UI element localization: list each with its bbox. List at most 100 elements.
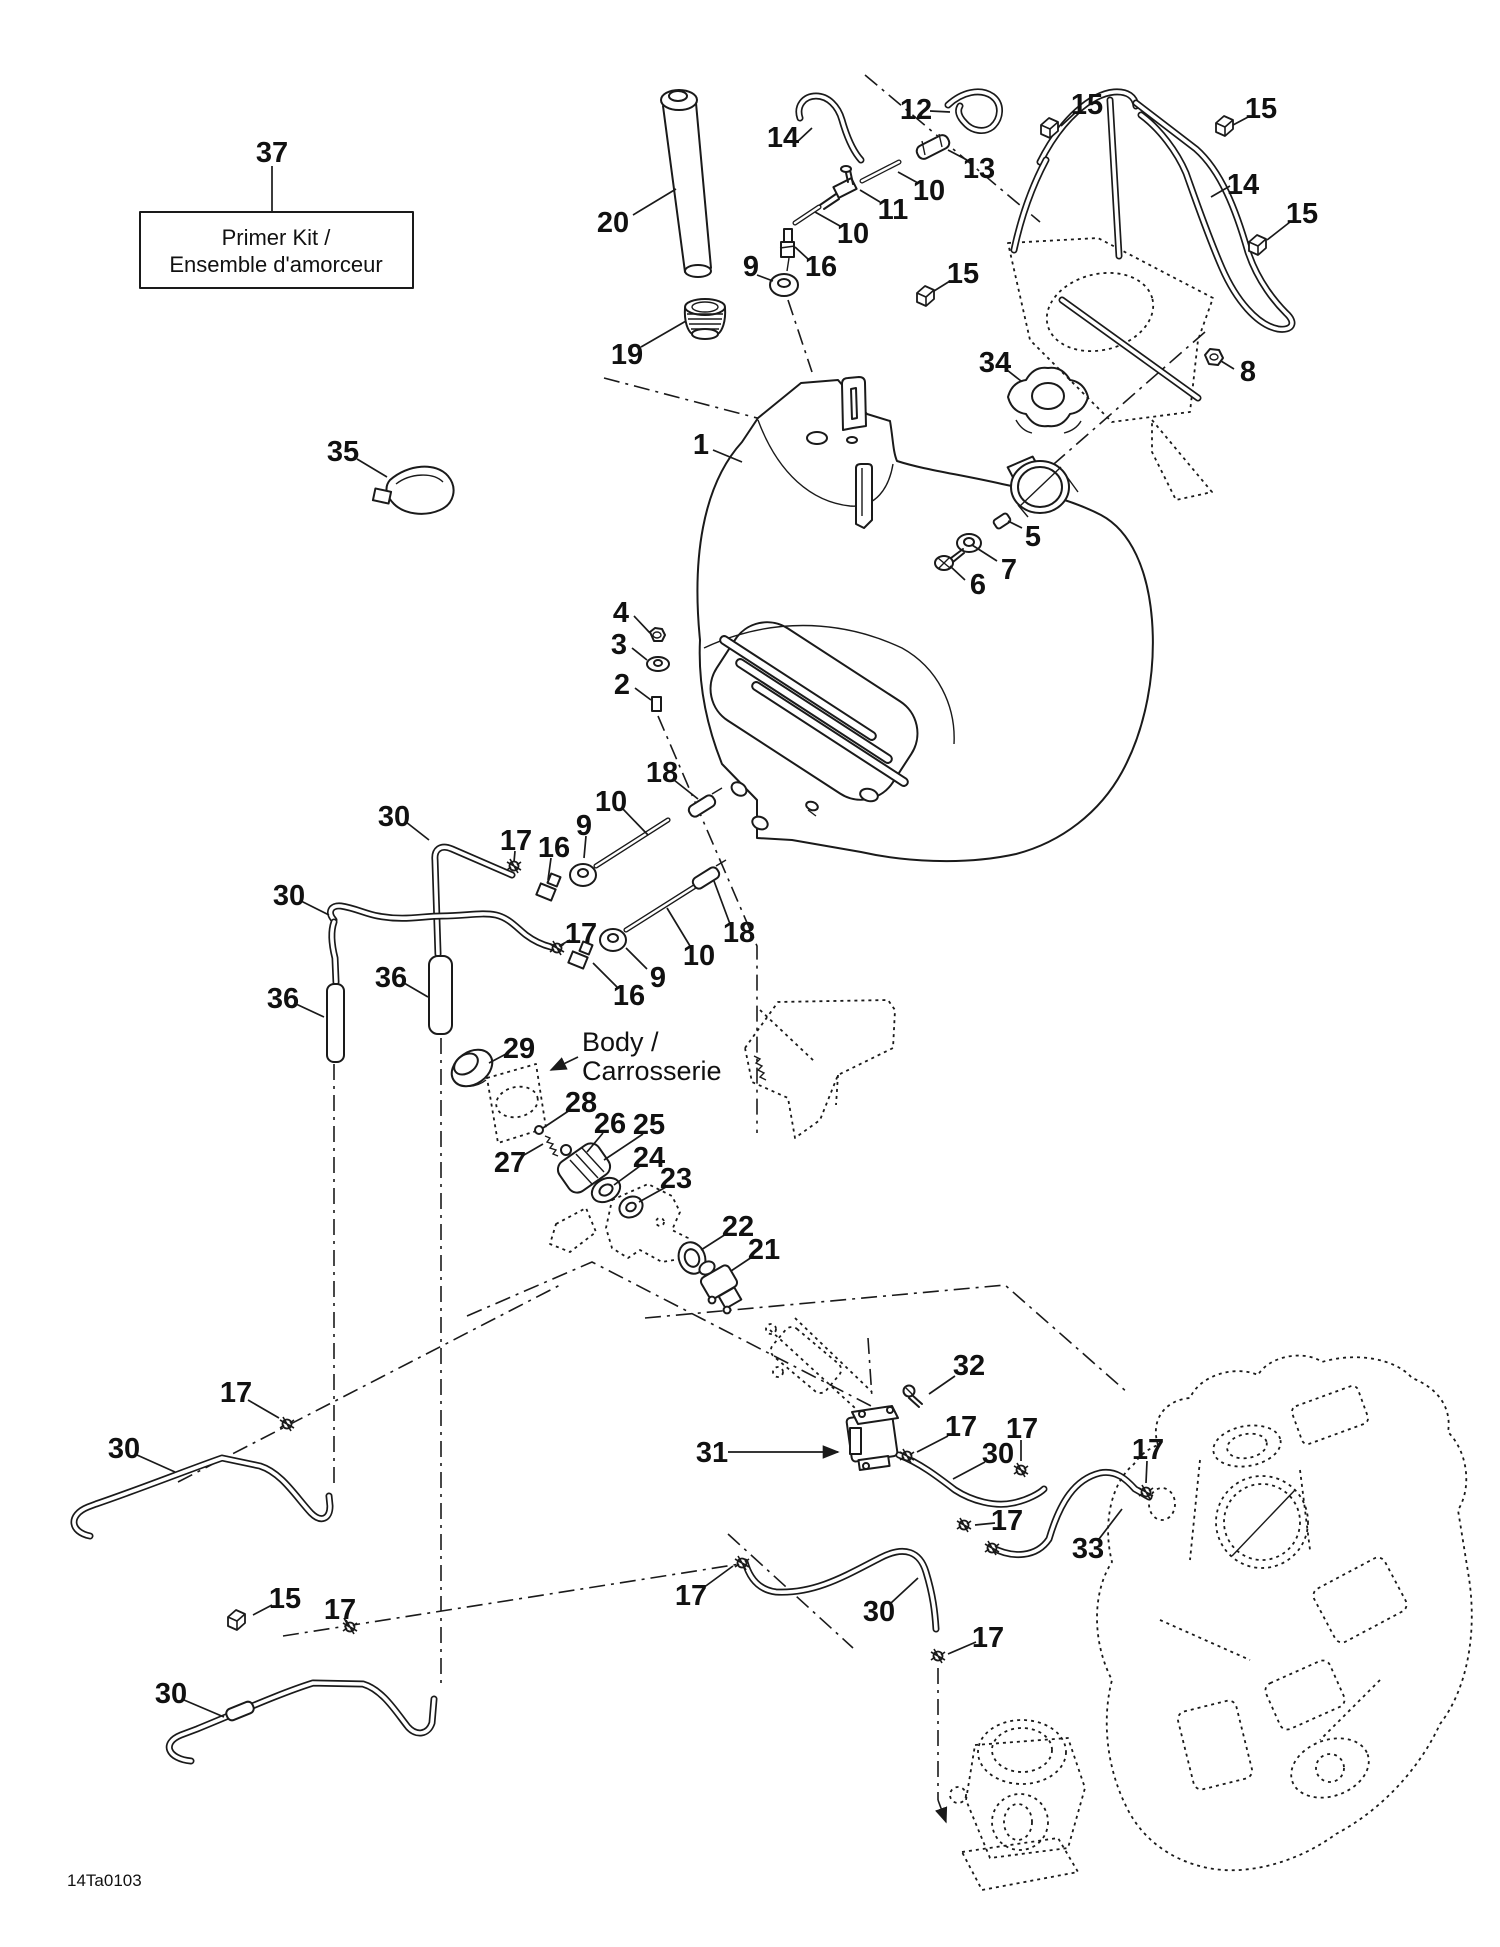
callout-30d: 30	[863, 1596, 895, 1628]
callout-19: 19	[611, 339, 643, 371]
callout-10d: 10	[683, 940, 715, 972]
callout-23: 23	[660, 1163, 692, 1195]
carburetor-dotted	[949, 1719, 1086, 1891]
tank-small-hole	[846, 436, 858, 444]
tank-top-bracket	[841, 376, 867, 431]
callout-15b: 15	[1071, 89, 1103, 121]
tank-rib-panel	[709, 621, 919, 801]
callout-13: 13	[963, 153, 995, 185]
hose-clamp-17	[1013, 1462, 1029, 1478]
foam-sleeve-36-left	[326, 983, 345, 1063]
fuel-pickup-lower	[567, 859, 727, 970]
callout-17f: 17	[1132, 1434, 1164, 1466]
callout-17h: 17	[972, 1622, 1004, 1654]
fuel-pickup-upper	[535, 787, 723, 902]
valve-bracket-dotted	[549, 1183, 689, 1263]
carburetor-pointer-arrow	[935, 1799, 948, 1824]
hose-clamp-17	[956, 1517, 972, 1533]
callout-27: 27	[494, 1147, 526, 1179]
screw-32	[902, 1384, 923, 1408]
primer-kit-label-line2: Ensemble d'amorceur	[169, 252, 382, 277]
flange-nut-8	[1204, 348, 1224, 366]
callout-29: 29	[503, 1033, 535, 1065]
callout-30f: 30	[155, 1678, 187, 1710]
hose-clip-15	[916, 285, 935, 307]
callout-3: 3	[611, 629, 627, 661]
screw-28	[534, 1125, 544, 1135]
callout-7: 7	[1001, 554, 1017, 586]
nut-4	[649, 627, 666, 642]
filler-tube	[660, 89, 712, 278]
callout-18b: 18	[723, 917, 755, 949]
callout-11: 11	[878, 194, 909, 226]
callout-16b: 16	[538, 832, 570, 864]
pump-bracket-dotted	[765, 1317, 873, 1409]
fuel-pump-31	[845, 1405, 899, 1472]
callout-30c: 30	[982, 1438, 1014, 1470]
callout-36a: 36	[267, 983, 299, 1015]
tank-mount-hardware-left	[646, 627, 670, 712]
callout-22: 22	[722, 1211, 754, 1243]
callout-24: 24	[633, 1142, 665, 1174]
primer-hose-14	[795, 92, 865, 164]
bottom-hoses	[70, 1416, 946, 1765]
bolt-6	[934, 548, 965, 571]
hose-clamp-17	[549, 940, 565, 956]
body-label-line2: Carrosserie	[582, 1056, 722, 1086]
console-panel-dotted	[1007, 237, 1224, 501]
fitting-18-upper	[687, 794, 717, 818]
grommet-9-top	[769, 273, 799, 297]
primer-kit-box: Primer Kit / Ensemble d'amorceur	[139, 211, 414, 289]
callout-21: 21	[748, 1234, 780, 1266]
fuel-pump-group	[765, 1317, 923, 1472]
callout-33: 33	[1072, 1533, 1104, 1565]
callout-9b: 9	[576, 810, 592, 842]
callout-15e: 15	[269, 1583, 301, 1615]
callout-1: 1	[693, 429, 709, 461]
callout-17a: 17	[500, 825, 532, 857]
fuel-tank	[696, 376, 1154, 863]
callout-14b: 14	[1227, 169, 1259, 201]
callout-10c: 10	[595, 786, 627, 818]
callout-15a: 15	[947, 258, 979, 290]
hose-sleeve	[225, 1700, 255, 1722]
callout-2: 2	[614, 669, 630, 701]
hook-clip-35	[371, 465, 455, 515]
hose-clip-15	[1248, 234, 1267, 256]
callout-17e: 17	[991, 1505, 1023, 1537]
primer-kit-label-line1: Primer Kit /	[222, 225, 332, 250]
callout-9c: 9	[650, 962, 666, 994]
valve-body-26-25	[556, 1142, 612, 1194]
callout-30a: 30	[378, 801, 410, 833]
tank-mount-hardware-right	[934, 512, 1012, 571]
body-label: Body / Carrosserie	[582, 1027, 722, 1086]
fuel-cap-knob	[1007, 366, 1089, 434]
callout-14a: 14	[767, 122, 799, 154]
hose-clamp-17	[930, 1648, 946, 1664]
fitting-18-lower	[691, 866, 721, 890]
callout-6: 6	[970, 569, 986, 601]
callout-10a: 10	[913, 175, 945, 207]
callout-15d: 15	[1286, 198, 1318, 230]
callout-17j: 17	[324, 1594, 356, 1626]
callout-5: 5	[1025, 521, 1041, 553]
check-valve-13	[915, 133, 951, 160]
footrest-dotted	[744, 999, 896, 1139]
callout-18a: 18	[646, 757, 678, 789]
pump-hoses	[895, 1448, 1154, 1559]
tank-strap-slot	[855, 463, 873, 529]
foam-sleeve-36-right	[428, 955, 453, 1035]
gasket-23	[618, 1195, 644, 1219]
fuel-cock-21	[698, 1260, 743, 1315]
callout-26: 26	[594, 1108, 626, 1140]
fuel-filler-neck	[1006, 455, 1079, 518]
body-pointer-arrow	[549, 1056, 579, 1071]
callout-17c: 17	[945, 1411, 977, 1443]
callout-4: 4	[613, 597, 629, 629]
callout-28: 28	[565, 1087, 597, 1119]
valve-cap-29	[450, 1048, 494, 1088]
tank-vent-hole	[806, 431, 828, 445]
callout-9a: 9	[743, 251, 759, 283]
body-label-line1: Body /	[582, 1027, 659, 1057]
